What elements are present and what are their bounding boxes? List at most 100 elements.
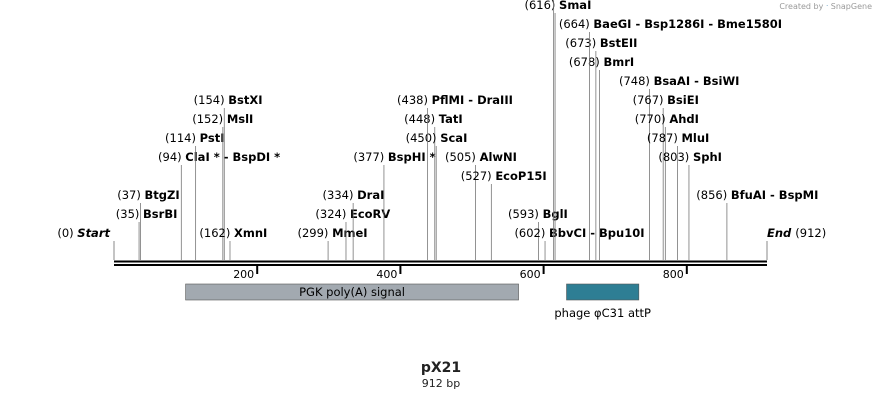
restriction-site-label[interactable]: (37) BtgZI xyxy=(117,188,179,202)
site-position: (856) xyxy=(696,188,731,202)
site-enzyme-names: BstXI xyxy=(228,93,262,107)
restriction-site-label[interactable]: (505) AlwNI xyxy=(445,150,517,164)
site-enzyme-names: BmrI xyxy=(603,55,634,69)
restriction-site-label[interactable]: (324) EcoRV xyxy=(315,207,390,221)
site-enzyme-names: DraI xyxy=(357,188,384,202)
restriction-site-label[interactable]: (527) EcoP15I xyxy=(461,169,547,183)
snapgene-logo-icon: ᐧ xyxy=(825,2,829,12)
end-label: End (912) xyxy=(767,226,826,240)
restriction-site-label[interactable]: (616) SmaI xyxy=(524,0,591,12)
site-enzyme-names: EcoRV xyxy=(350,207,390,221)
restriction-site-label[interactable]: (94) ClaI * - BspDI * xyxy=(158,150,280,164)
restriction-site-label[interactable]: (664) BaeGI - Bsp1286I - Bme1580I xyxy=(559,17,782,31)
site-enzyme-names: MslI xyxy=(227,112,254,126)
restriction-site-label[interactable]: (748) BsaAI - BsiWI xyxy=(619,74,739,88)
feature-bar[interactable] xyxy=(566,283,640,301)
site-position: (602) xyxy=(514,226,549,240)
ruler-tick-label: 200 xyxy=(233,268,254,281)
site-enzyme-names: BspHI * xyxy=(388,150,436,164)
snapgene-credit: Created by ᐧ SnapGene xyxy=(779,2,872,12)
restriction-site-label[interactable]: (593) BglI xyxy=(508,207,568,221)
restriction-site-label[interactable]: (803) SphI xyxy=(658,150,722,164)
ruler-tick-label: 600 xyxy=(520,268,541,281)
site-enzyme-names: BsaAI - BsiWI xyxy=(654,74,740,88)
restriction-site-label[interactable]: (678) BmrI xyxy=(569,55,634,69)
restriction-site-label[interactable]: (602) BbvCI - Bpu10I xyxy=(514,226,644,240)
ruler-tick-label: 400 xyxy=(376,268,397,281)
site-enzyme-names: AhdI xyxy=(669,112,699,126)
site-position: (438) xyxy=(397,93,432,107)
restriction-site-label[interactable]: (673) BstEII xyxy=(565,36,637,50)
site-enzyme-names: MmeI xyxy=(332,226,368,240)
site-enzyme-names: BsiEI xyxy=(667,93,699,107)
site-enzyme-names: BfuAI - BspMI xyxy=(731,188,818,202)
site-position: (748) xyxy=(619,74,654,88)
site-enzyme-names: BstEII xyxy=(600,36,638,50)
end-name: End xyxy=(767,226,795,240)
site-position: (505) xyxy=(445,150,480,164)
restriction-site-label[interactable]: (438) PflMI - DraIII xyxy=(397,93,513,107)
site-position: (324) xyxy=(315,207,350,221)
site-position: (114) xyxy=(165,131,200,145)
site-position: (37) xyxy=(117,188,144,202)
site-position: (616) xyxy=(524,0,559,12)
site-position: (593) xyxy=(508,207,543,221)
site-position: (299) xyxy=(297,226,332,240)
site-enzyme-names: AlwNI xyxy=(480,150,517,164)
site-position: (377) xyxy=(353,150,388,164)
site-enzyme-names: BaeGI - Bsp1286I - Bme1580I xyxy=(593,17,782,31)
restriction-site-label[interactable]: (856) BfuAI - BspMI xyxy=(696,188,818,202)
site-position: (770) xyxy=(635,112,670,126)
site-enzyme-names: PstI xyxy=(200,131,225,145)
restriction-site-label[interactable]: (154) BstXI xyxy=(194,93,263,107)
site-position: (803) xyxy=(658,150,693,164)
site-enzyme-names: BbvCI - Bpu10I xyxy=(549,226,644,240)
restriction-site-label[interactable]: (152) MslI xyxy=(192,112,253,126)
restriction-site-label[interactable]: (770) AhdI xyxy=(635,112,699,126)
site-position: (527) xyxy=(461,169,496,183)
ruler-tick-label: 800 xyxy=(663,268,684,281)
restriction-site-label[interactable]: (450) ScaI xyxy=(406,131,468,145)
site-enzyme-names: EcoP15I xyxy=(495,169,546,183)
site-position: (673) xyxy=(565,36,600,50)
feature-label: phage φC31 attP xyxy=(554,306,651,320)
restriction-site-label[interactable]: (448) TatI xyxy=(404,112,463,126)
site-enzyme-names: ClaI * - BspDI * xyxy=(185,150,280,164)
site-position: (152) xyxy=(192,112,227,126)
restriction-site-label[interactable]: (162) XmnI xyxy=(199,226,267,240)
restriction-site-label[interactable]: (114) PstI xyxy=(165,131,224,145)
feature-bar[interactable] xyxy=(185,283,519,301)
site-enzyme-names: TatI xyxy=(439,112,463,126)
restriction-site-label[interactable]: (334) DraI xyxy=(323,188,385,202)
site-enzyme-names: SmaI xyxy=(559,0,591,12)
start-label: (0) Start xyxy=(57,226,110,240)
site-position: (678) xyxy=(569,55,604,69)
restriction-site-label[interactable]: (767) BsiEI xyxy=(633,93,699,107)
plasmid-length: 912 bp xyxy=(421,377,461,390)
credit-prefix: Created by xyxy=(779,2,824,11)
site-enzyme-names: XmnI xyxy=(234,226,267,240)
restriction-site-label[interactable]: (377) BspHI * xyxy=(353,150,435,164)
start-position: (0) xyxy=(57,226,77,240)
site-enzyme-names: BtgZI xyxy=(144,188,179,202)
site-position: (94) xyxy=(158,150,185,164)
credit-brand: SnapGene xyxy=(830,2,872,11)
site-position: (35) xyxy=(116,207,143,221)
plasmid-name: pX21 xyxy=(420,360,462,376)
site-position: (450) xyxy=(406,131,441,145)
site-position: (448) xyxy=(404,112,439,126)
site-enzyme-names: PflMI - DraIII xyxy=(432,93,513,107)
restriction-site-label[interactable]: (35) BsrBI xyxy=(116,207,178,221)
site-position: (787) xyxy=(647,131,682,145)
restriction-site-label[interactable]: (787) MluI xyxy=(647,131,709,145)
site-position: (767) xyxy=(633,93,668,107)
site-enzyme-names: SphI xyxy=(693,150,722,164)
site-enzyme-names: BsrBI xyxy=(143,207,177,221)
start-name: Start xyxy=(77,226,110,240)
restriction-site-label[interactable]: (299) MmeI xyxy=(297,226,367,240)
site-position: (334) xyxy=(323,188,358,202)
site-enzyme-names: MluI xyxy=(681,131,709,145)
end-position: (912) xyxy=(795,226,826,240)
